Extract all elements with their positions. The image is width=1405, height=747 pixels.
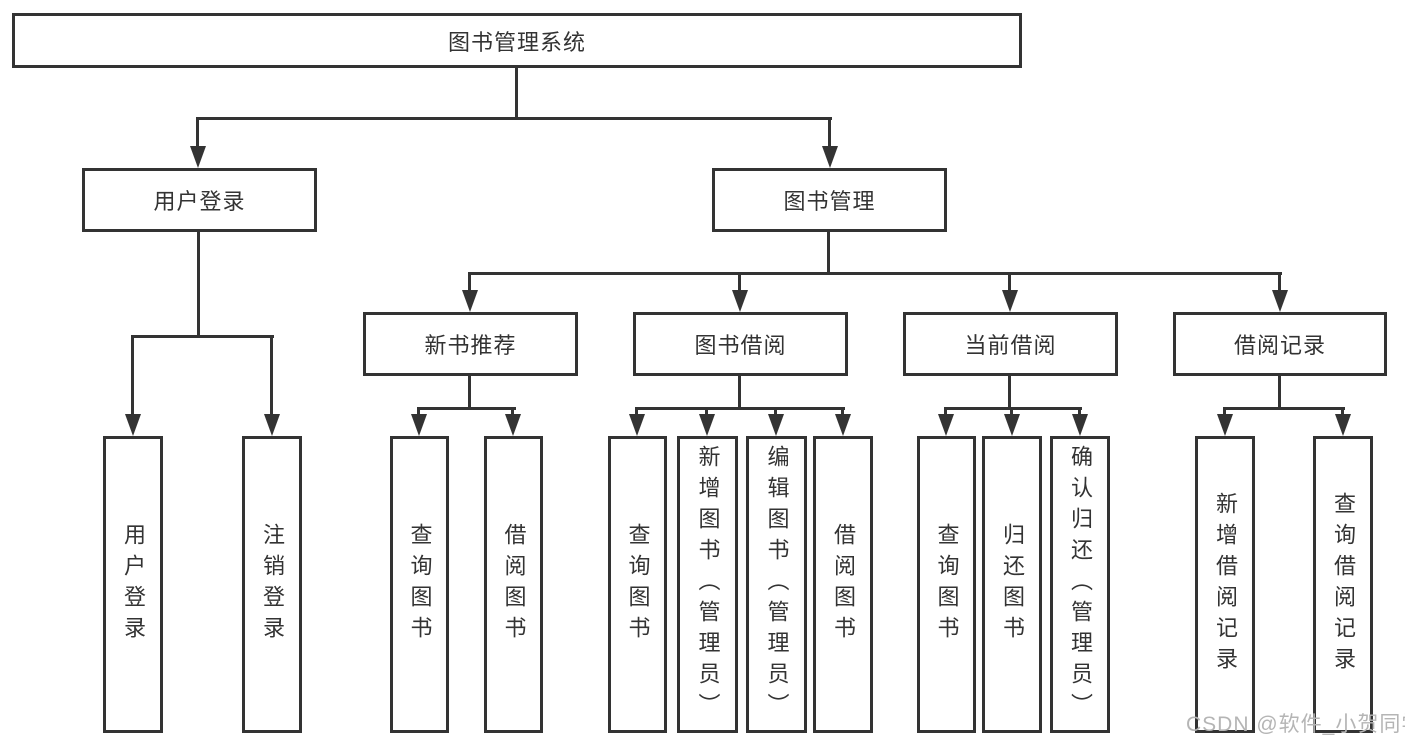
connector-line — [827, 232, 830, 275]
connector-line — [417, 407, 420, 417]
connector-line — [511, 407, 514, 417]
leaf-confirm-return-admin-label: 确认归还（管理员） — [1068, 445, 1093, 724]
leaf-add-borrow-record-label: 新增借阅记录 — [1213, 491, 1238, 678]
node-borrow-records: 借阅记录 — [1173, 312, 1387, 376]
leaf-query-borrow-record: 查询借阅记录 — [1313, 436, 1373, 733]
node-root: 图书管理系统 — [12, 13, 1022, 68]
arrowhead-down — [505, 414, 521, 436]
connector-line — [468, 272, 471, 292]
connector-line — [774, 407, 777, 417]
arrowhead-down — [938, 414, 954, 436]
connector-line — [1223, 407, 1226, 417]
leaf-user-login: 用户登录 — [103, 436, 163, 733]
connector-line — [841, 407, 844, 417]
node-current-borrow-label: 当前借阅 — [964, 333, 1057, 358]
leaf-borrow-books-label: 借阅图书 — [831, 522, 856, 647]
connector-line — [944, 407, 947, 417]
arrowhead-down — [1335, 414, 1351, 436]
leaf-query-books-borrow-label: 查询图书 — [625, 522, 651, 647]
node-book-borrow: 图书借阅 — [633, 312, 848, 376]
leaf-add-books-admin-label: 新增图书（管理员） — [695, 445, 721, 724]
arrowhead-down — [822, 146, 838, 168]
leaf-query-borrow-record-label: 查询借阅记录 — [1331, 491, 1356, 678]
connector-line — [197, 232, 200, 338]
leaf-add-borrow-record: 新增借阅记录 — [1195, 436, 1255, 733]
watermark: CSDN @软件_小贺同学 — [1186, 713, 1405, 736]
arrowhead-down — [1272, 290, 1288, 312]
connector-line — [196, 117, 832, 120]
leaf-borrow-books-rec: 借阅图书 — [484, 436, 543, 733]
node-current-borrow: 当前借阅 — [903, 312, 1118, 376]
leaf-borrow-books-rec-label: 借阅图书 — [501, 522, 527, 647]
leaf-logout: 注销登录 — [242, 436, 302, 733]
leaf-add-books-admin: 新增图书（管理员） — [677, 436, 738, 733]
connector-line — [944, 407, 1082, 410]
node-book-borrow-label: 图书借阅 — [694, 333, 787, 358]
arrowhead-down — [1217, 414, 1233, 436]
connector-line — [1341, 407, 1344, 417]
connector-line — [635, 407, 845, 410]
connector-line — [468, 376, 471, 410]
leaf-query-books-rec-label: 查询图书 — [407, 522, 433, 647]
node-user-login: 用户登录 — [82, 168, 317, 232]
arrowhead-down — [190, 146, 206, 168]
arrowhead-down — [768, 414, 784, 436]
arrowhead-down — [264, 414, 280, 436]
node-book-management-label: 图书管理 — [783, 189, 876, 214]
leaf-query-books-current: 查询图书 — [917, 436, 976, 733]
leaf-edit-books-admin-label: 编辑图书（管理员） — [764, 445, 790, 724]
leaf-confirm-return-admin: 确认归还（管理员） — [1050, 436, 1110, 733]
connector-line — [1010, 407, 1013, 417]
connector-line — [738, 272, 741, 292]
connector-line — [515, 67, 518, 120]
node-new-book-recommend-label: 新书推荐 — [424, 333, 517, 358]
connector-line — [1278, 272, 1281, 292]
node-user-login-label: 用户登录 — [153, 189, 246, 214]
node-root-label: 图书管理系统 — [447, 29, 586, 55]
connector-line — [1078, 407, 1081, 417]
arrowhead-down — [835, 414, 851, 436]
connector-line — [635, 407, 638, 417]
arrowhead-down — [1072, 414, 1088, 436]
connector-line — [1223, 407, 1345, 410]
leaf-user-login-label: 用户登录 — [121, 522, 146, 647]
arrowhead-down — [1004, 414, 1020, 436]
node-borrow-records-label: 借阅记录 — [1233, 333, 1326, 358]
connector-line — [468, 272, 1282, 275]
arrowhead-down — [462, 290, 478, 312]
connector-line — [196, 117, 199, 149]
connector-line — [738, 376, 741, 410]
leaf-query-books-current-label: 查询图书 — [934, 522, 960, 647]
connector-line — [1008, 272, 1011, 292]
arrowhead-down — [699, 414, 715, 436]
arrowhead-down — [732, 290, 748, 312]
arrowhead-down — [411, 414, 427, 436]
leaf-query-books-borrow: 查询图书 — [608, 436, 667, 733]
leaf-return-books: 归还图书 — [982, 436, 1042, 733]
connector-line — [131, 335, 134, 416]
connector-line — [828, 117, 831, 149]
connector-line — [705, 407, 708, 417]
arrowhead-down — [125, 414, 141, 436]
leaf-logout-label: 注销登录 — [260, 522, 285, 647]
leaf-query-books-rec: 查询图书 — [390, 436, 449, 733]
node-book-management: 图书管理 — [712, 168, 947, 232]
leaf-return-books-label: 归还图书 — [1000, 522, 1025, 647]
leaf-edit-books-admin: 编辑图书（管理员） — [746, 436, 807, 733]
arrowhead-down — [1002, 290, 1018, 312]
connector-line — [1008, 376, 1011, 410]
connector-line — [417, 407, 516, 410]
connector-line — [270, 335, 273, 416]
connector-line — [131, 335, 274, 338]
arrowhead-down — [629, 414, 645, 436]
leaf-borrow-books: 借阅图书 — [813, 436, 873, 733]
connector-line — [1278, 376, 1281, 410]
node-new-book-recommend: 新书推荐 — [363, 312, 578, 376]
